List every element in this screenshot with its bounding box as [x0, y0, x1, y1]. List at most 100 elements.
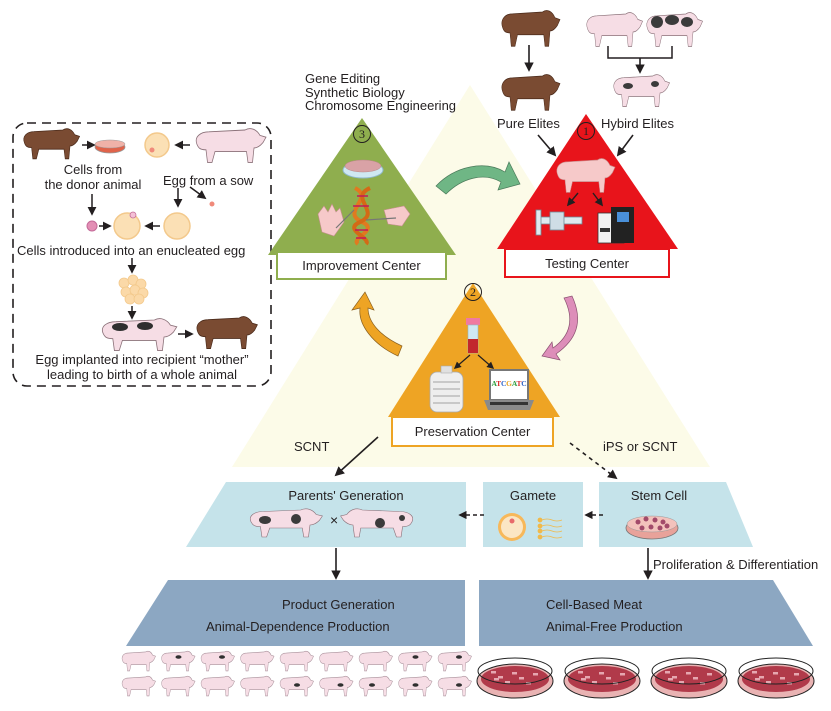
- herd-pig: [240, 650, 275, 672]
- arrow-scnt-to-parents: [334, 436, 379, 477]
- arrow-to-sequencer: [592, 192, 604, 207]
- test-tube-icon: [466, 318, 480, 354]
- right-pipette: [365, 217, 397, 221]
- herd-pig-spot: [175, 655, 182, 659]
- herd-pig: [437, 650, 473, 672]
- spotted-parent-spots: [651, 15, 693, 28]
- dna-letter: A: [491, 379, 497, 388]
- hybrid-cross-bracket: [607, 46, 673, 59]
- herd-pig: [161, 675, 196, 697]
- donor-label-line1: Cells from: [63, 162, 123, 177]
- product-generation-title: Product Generation: [282, 597, 395, 612]
- improvement-badge: 3: [353, 125, 371, 143]
- technique-chromosome-engineering: Chromosome Engineering: [305, 98, 457, 113]
- herd-pig-spot: [369, 683, 375, 687]
- preservation-badge: 2: [464, 283, 482, 301]
- oocyte-icon: [498, 513, 526, 541]
- herd-pig: [319, 675, 354, 697]
- product-generation-subtitle: Animal-Dependence Production: [206, 619, 390, 634]
- product-generation-panel: [126, 580, 465, 646]
- cell-meat-dish: [476, 657, 554, 699]
- herd-pig: [200, 650, 236, 672]
- curved-arrow-preservation-to-improvement: [351, 291, 403, 357]
- embryo-cluster: [118, 274, 149, 305]
- left-tweezers: [335, 209, 355, 229]
- cross-symbol: ×: [330, 512, 339, 528]
- cell-based-meat-title: Cell-Based Meat: [546, 597, 643, 612]
- herd-pig-spot: [456, 683, 462, 687]
- arrow-to-laptop: [477, 354, 495, 369]
- sequencer-machine-icon: [597, 207, 634, 244]
- herd-pig: [121, 650, 157, 672]
- laptop-dna-sequence: ATCGATC: [491, 379, 527, 388]
- herd-pig: [161, 650, 196, 672]
- hybrid-spots: [623, 81, 659, 89]
- cell-meat-dish: [563, 657, 641, 699]
- dna-rungs: [353, 195, 369, 239]
- enucleated-egg-label: Cells introduced into an enucleated egg: [17, 243, 246, 258]
- herd-pig: [319, 650, 354, 672]
- donor-cells-label: Cells from the donor animal: [38, 162, 148, 192]
- dna-letter: T: [496, 379, 501, 388]
- improvement-center-label: Improvement Center: [278, 253, 445, 278]
- dna-letter: G: [506, 379, 512, 388]
- improvement-techniques-list: Gene Editing Synthetic Biology Chromosom…: [305, 72, 456, 113]
- petri-dish-icon: [342, 159, 384, 179]
- preservation-center-label: Preservation Center: [393, 418, 552, 445]
- arrow-ips-to-stem: [569, 442, 618, 480]
- caliper-icon: [535, 209, 583, 236]
- gamete-panel: [483, 482, 583, 547]
- hybrid-elite-pig: [612, 73, 671, 108]
- dna-letter: C: [521, 379, 527, 388]
- stem-cell-dish-icon: [625, 515, 679, 540]
- pure-elite-pig: [500, 73, 561, 112]
- herd-pig: [121, 675, 157, 697]
- sow-pig-pink: [195, 127, 267, 164]
- testing-center-label: Testing Center: [506, 250, 668, 276]
- arrow-nucleus-out: [189, 186, 207, 200]
- ips-scnt-route-label: iPS or SCNT: [603, 439, 678, 454]
- curved-arrow-improvement-to-testing: [435, 161, 521, 195]
- mother-spots: [112, 322, 153, 331]
- parent-pig-right-spots: [375, 515, 405, 528]
- left-hand-icon: [317, 203, 345, 237]
- curved-arrow-testing-to-preservation: [541, 295, 578, 361]
- parent-pig-left-spots: [259, 514, 301, 524]
- pure-elites-label: Pure Elites: [497, 116, 560, 131]
- scnt-process-box: [12, 122, 272, 387]
- fused-egg: [113, 211, 141, 240]
- removed-nucleus: [209, 201, 215, 207]
- herd-pig-spot: [337, 683, 344, 687]
- egg-cell-icon: [144, 132, 170, 158]
- herd-pig-spot: [412, 655, 419, 659]
- pink-parent-pig: [585, 11, 644, 48]
- arrow-hybrid-to-testing: [616, 134, 634, 157]
- stem-cell-label: Stem Cell: [630, 488, 688, 503]
- herd-pig: [437, 675, 473, 697]
- laptop-icon: [484, 369, 534, 410]
- dna-letter: T: [516, 379, 522, 388]
- donor-label-line2: the donor animal: [44, 177, 142, 192]
- herd-pig-spot: [219, 655, 225, 659]
- cell-based-meat-subtitle: Animal-Free Production: [546, 619, 683, 634]
- herd-pig: [398, 650, 433, 672]
- herd-pig: [279, 650, 315, 672]
- arrow-to-caliper: [566, 192, 579, 207]
- arrow-pure-to-testing: [537, 134, 557, 157]
- dna-letter: A: [511, 379, 517, 388]
- sperm-icons: [537, 517, 563, 540]
- cell-meat-dish: [737, 657, 815, 699]
- donor-pig-brown: [22, 127, 81, 160]
- egg-from-sow-label: Egg from a sow: [163, 173, 254, 188]
- right-hand-icon: [383, 205, 411, 227]
- pig-herd: [121, 650, 473, 697]
- herd-pig-spot: [294, 683, 300, 687]
- donor-cell: [86, 220, 98, 232]
- dna-letter: C: [500, 379, 507, 388]
- herd-pig: [358, 675, 394, 697]
- technique-gene-editing: Gene Editing: [305, 71, 381, 86]
- cryo-tank-icon: [429, 365, 464, 413]
- implant-label-line1: Egg implanted into recipient “mother”: [35, 352, 249, 367]
- implant-label: Egg implanted into recipient “mother” le…: [16, 352, 268, 382]
- enucleated-egg: [163, 212, 191, 240]
